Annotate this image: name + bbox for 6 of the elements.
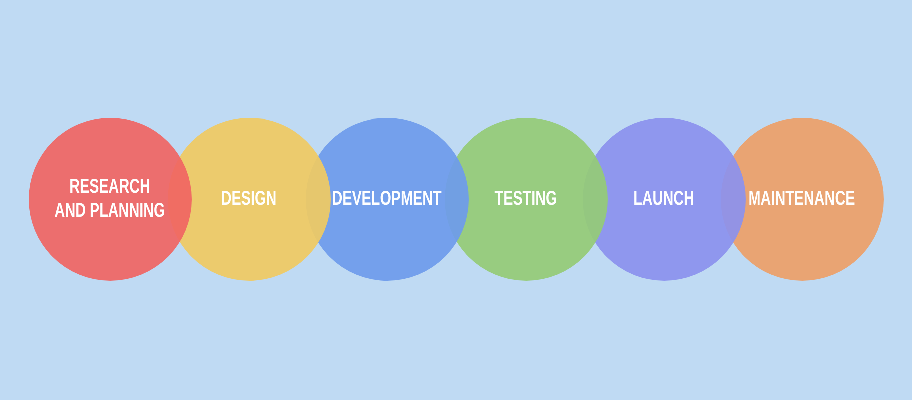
phase-label: DESIGN (220, 187, 278, 211)
phase-label: DEVELOPMENT (331, 187, 443, 211)
phase-label: LAUNCH (632, 187, 696, 211)
phase-label: RESEARCH AND PLANNING (54, 175, 166, 223)
phase-label: MAINTENANCE (748, 187, 856, 211)
phase-label: TESTING (494, 187, 558, 211)
